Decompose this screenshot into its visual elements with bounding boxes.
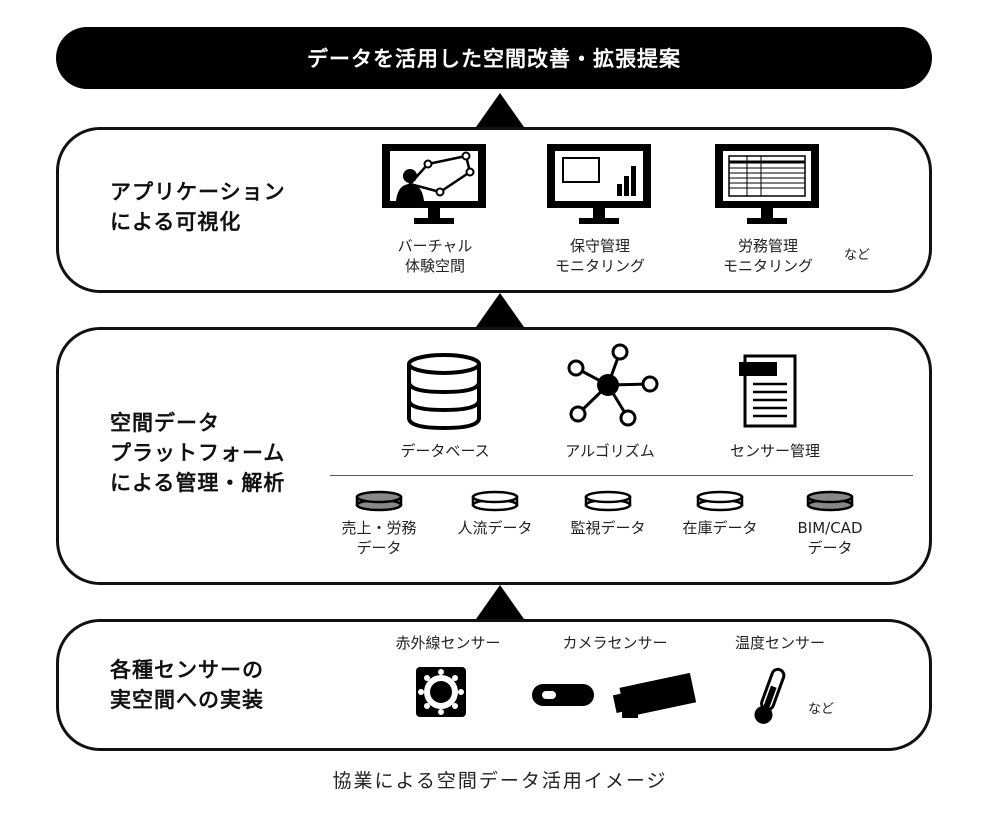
labor-monitoring-label: 労務管理 モニタリング bbox=[722, 237, 813, 275]
bim-cad-data-label: BIM/CAD データ bbox=[797, 519, 863, 557]
sensors-layer bbox=[56, 619, 932, 751]
data-disk-icon bbox=[696, 490, 744, 512]
algorithm-label: アルゴリズム bbox=[565, 442, 655, 460]
database-icon bbox=[407, 353, 481, 431]
virtual-space-label: バーチャル 体験空間 bbox=[397, 237, 473, 275]
figure-caption: 協業による空間データ活用イメージ bbox=[332, 770, 668, 792]
labor-monitor-icon bbox=[715, 144, 819, 224]
sensors-etc-label: など bbox=[808, 702, 835, 717]
arrow-up-icon bbox=[476, 585, 524, 619]
sales-labor-data-label: 売上・労務 データ bbox=[341, 519, 417, 557]
maintenance-monitor-icon bbox=[547, 144, 651, 224]
data-disk-icon bbox=[584, 490, 632, 512]
network-algorithm-icon bbox=[567, 343, 659, 427]
thermometer-icon bbox=[754, 667, 786, 724]
infrared-sensor-icon bbox=[416, 667, 466, 717]
temperature-sensor-label: 温度センサー bbox=[734, 634, 825, 652]
inventory-data-label: 在庫データ bbox=[682, 519, 758, 537]
infrared-sensor-label: 赤外線センサー bbox=[395, 634, 501, 652]
surveillance-data-label: 監視データ bbox=[570, 519, 646, 537]
application-etc-label: など bbox=[844, 248, 871, 263]
data-disk-icon bbox=[355, 490, 403, 512]
people-flow-data-label: 人流データ bbox=[457, 519, 533, 537]
arrow-up-icon bbox=[476, 293, 524, 327]
platform-divider bbox=[330, 475, 913, 476]
sensors-layer-title: 各種センサーの 実空間への実装 bbox=[110, 658, 264, 712]
database-label: データベース bbox=[400, 442, 490, 460]
sensor-document-icon bbox=[739, 354, 797, 428]
maintenance-monitoring-label: 保守管理 モニタリング bbox=[554, 237, 645, 275]
top-banner: データを活用した空間改善・拡張提案 bbox=[56, 27, 932, 89]
arrow-up-icon bbox=[476, 93, 524, 127]
virtual-space-monitor-icon bbox=[382, 144, 486, 224]
platform-layer-title: 空間データ プラットフォーム による管理・解析 bbox=[110, 411, 286, 495]
sensor-management-label: センサー管理 bbox=[729, 442, 820, 460]
data-disk-icon bbox=[806, 490, 854, 512]
application-layer-title: アプリケーション による可視化 bbox=[110, 180, 286, 234]
camera-sensor-label: カメラセンサー bbox=[562, 634, 668, 652]
data-disk-icon bbox=[471, 490, 519, 512]
camera-sensor-icon bbox=[532, 672, 697, 718]
